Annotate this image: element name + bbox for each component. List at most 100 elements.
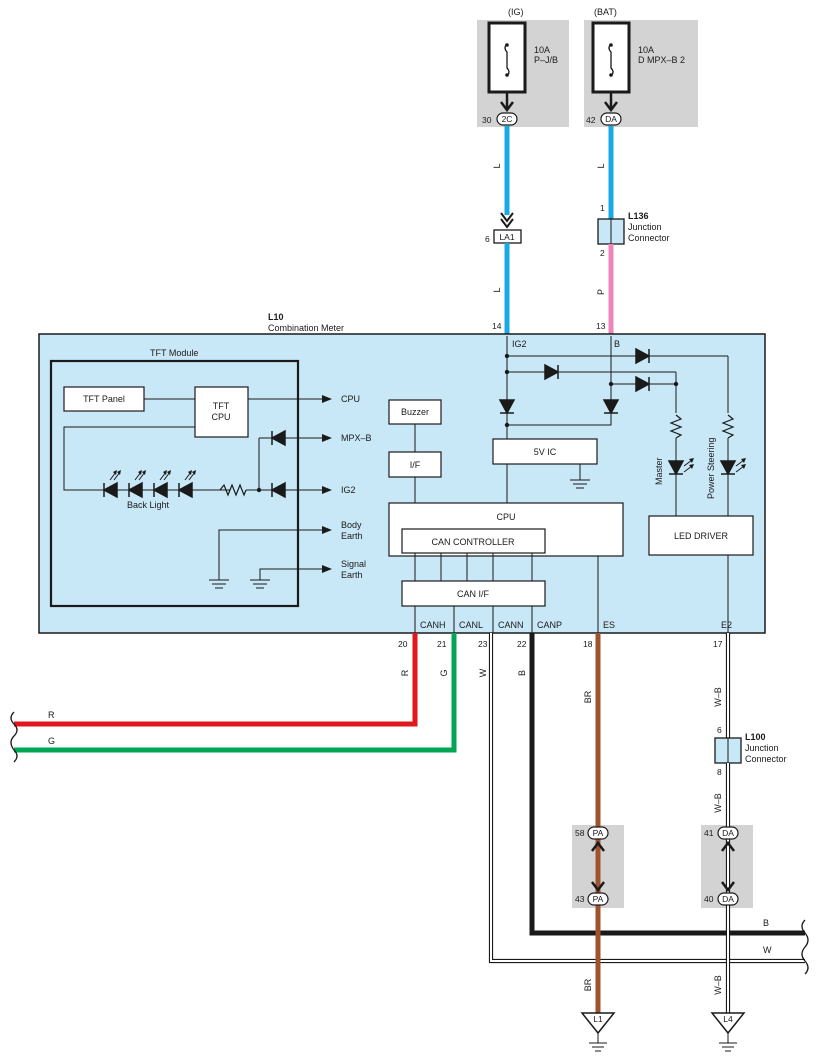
ground-l1: L1: [580, 1012, 616, 1052]
tft-out-ig2: IG2: [341, 485, 356, 495]
ground-l4-triangle-icon: [710, 1012, 746, 1035]
la1-code: LA1: [499, 232, 514, 242]
tft-out-mpx: MPX–B: [341, 433, 372, 443]
wire-label-g: G: [439, 669, 449, 676]
bat-fuse-icon: [608, 43, 614, 77]
l136-desc1: Junction: [628, 222, 662, 232]
bat-fuse-amp: 10A: [638, 45, 654, 55]
da-chevron-down-icon: [721, 881, 735, 893]
pin-es: 18: [583, 639, 593, 649]
bat-fuse-name: D MPX–B 2: [638, 55, 685, 65]
tft-module: TFT Module TFT Panel TFT CPU CPU: [49, 348, 372, 608]
ic-5v: [492, 438, 598, 465]
pin-canh: 20: [398, 639, 408, 649]
pin-canl: 21: [437, 639, 447, 649]
backlight-led-1-icon: [102, 481, 118, 499]
led-power-label: Power Steering: [706, 437, 716, 499]
tft-body1: Body: [341, 520, 362, 530]
terminal-es: ES: [603, 620, 615, 630]
tft-cpu-label1: TFT: [213, 401, 230, 411]
pa-code-bot: PA: [593, 894, 604, 904]
wire-label-l2: L: [492, 287, 502, 292]
pa-chevron-down-icon: [591, 881, 605, 893]
l136-pin-out: 2: [600, 248, 605, 258]
tft-module-box: [49, 359, 300, 608]
led-driver: [648, 515, 754, 556]
da-pin-bot: 40: [704, 894, 714, 904]
ig-supply: (IG) 10A P–J/B 30 2C: [477, 7, 569, 127]
body-ground-icon: [209, 579, 229, 589]
bat-connector-code: DA: [605, 114, 617, 124]
can-controller-label: CAN CONTROLLER: [431, 537, 515, 547]
meter-pin-ig2: 14: [492, 321, 502, 331]
pin-cann: 23: [478, 639, 488, 649]
da-code-top: DA: [722, 828, 734, 838]
terminal-canl: CANL: [459, 620, 483, 630]
backlight-led-3-icon: [152, 481, 168, 499]
wire-canh-red: [14, 633, 418, 727]
wire-canp-black: [529, 633, 805, 936]
backlight-led-2-icon: [127, 481, 143, 499]
pa-code-top: PA: [593, 828, 604, 838]
wire-label-br1: BR: [583, 690, 593, 703]
wire-label-wb2: W–B: [713, 793, 723, 813]
l136-desc2: Connector: [628, 233, 670, 243]
arrow-signal-earth-icon: [322, 565, 332, 573]
ground-l4: L4: [710, 1012, 746, 1052]
wire-break-left-icon: [10, 711, 18, 763]
ig-chevron-icon: [500, 101, 514, 113]
connector-da-top: [717, 826, 739, 840]
wire-label-w: W: [478, 668, 488, 677]
wire-break-right-icon: [801, 919, 809, 975]
arrow-cpu-icon: [322, 395, 332, 403]
pa-pin-top: 58: [575, 828, 585, 838]
signal-ground-icon: [250, 579, 270, 589]
pin-canp: 22: [517, 639, 527, 649]
wire-label-p: P: [596, 289, 606, 295]
wire-label-r: R: [400, 669, 410, 676]
arrow-mpx-icon: [322, 434, 332, 442]
meter-name: Combination Meter: [268, 323, 344, 333]
wire-label-l1: L: [492, 163, 502, 168]
buzzer-label: Buzzer: [401, 407, 429, 417]
wire-cann-white-outline: [488, 633, 805, 964]
arrow-body-earth-icon: [322, 526, 332, 534]
bat-chevron-icon: [604, 101, 618, 113]
wire-label-br2: BR: [583, 978, 593, 991]
main-cpu-label: CPU: [496, 512, 515, 522]
wire-label-w-right: W: [763, 945, 772, 955]
tft-signal1: Signal: [341, 559, 366, 569]
l136-pin-in: 1: [600, 203, 605, 213]
wire-label-b: B: [517, 670, 527, 676]
wire-label-wb3: W–B: [713, 975, 723, 995]
da-chevron-up-icon: [721, 840, 735, 852]
wire-label-g-horizontal: G: [48, 736, 55, 746]
l100-desc2: Connector: [745, 754, 787, 764]
wire-cann-white: [490, 633, 805, 962]
tft-signal2: Earth: [341, 570, 363, 580]
bat-pin: 42: [586, 115, 596, 125]
da-pin-top: 41: [704, 828, 714, 838]
tft-out-cpu: CPU: [341, 394, 360, 404]
wire-label-l3: L: [596, 163, 606, 168]
resistor-power-icon: [721, 414, 735, 439]
ground-l4-label: L4: [723, 1014, 733, 1024]
tft-cpu-label2: CPU: [211, 412, 230, 422]
ig-pin: 30: [482, 115, 492, 125]
ig-fuse-name: P–J/B: [534, 55, 558, 65]
arrow-ig2-icon: [322, 486, 332, 494]
buzzer: [388, 399, 442, 425]
backlight-leds: Back Light: [100, 470, 230, 510]
ig-supply-label: (IG): [508, 7, 524, 17]
terminal-e2: E2: [721, 620, 732, 630]
pa-chevron-up-icon: [591, 840, 605, 852]
backlight-label: Back Light: [127, 500, 170, 510]
led-master-label: Master: [654, 457, 664, 485]
if-label: I/F: [410, 460, 421, 470]
resistor-backlight-icon: [219, 483, 247, 497]
can-if: [401, 580, 546, 607]
ig-connector-code: 2C: [502, 114, 513, 124]
meter-code: L10: [268, 312, 284, 322]
pa-pin-bot: 43: [575, 894, 585, 904]
